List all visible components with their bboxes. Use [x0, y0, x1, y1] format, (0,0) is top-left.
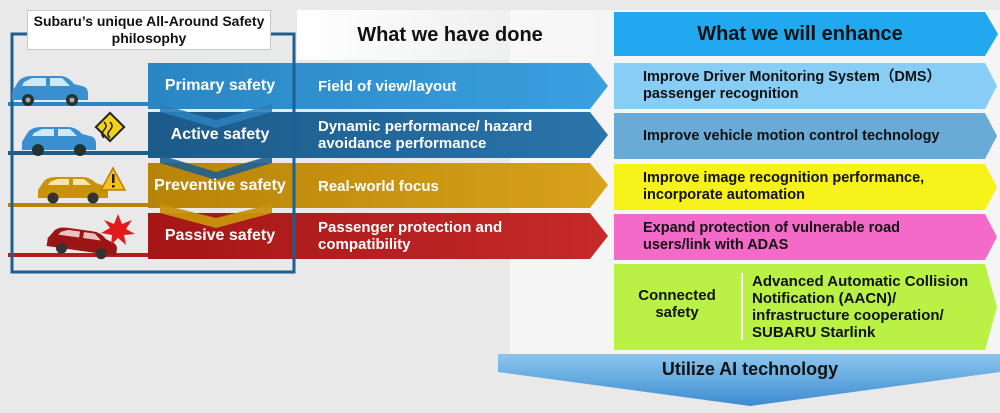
done-passive: Passenger protection and compatibility	[318, 219, 503, 253]
chevron-down-1	[160, 104, 272, 128]
category-active-safety: Active safety	[170, 126, 270, 143]
enhance-arrow-active	[614, 113, 997, 159]
done-preventive: Real-world focus	[318, 177, 439, 195]
category-primary-safety: Primary safety	[164, 77, 276, 94]
row-arrow-active	[148, 112, 608, 158]
bottom-arrow	[498, 354, 1000, 406]
enhance-arrow-passive	[614, 214, 997, 260]
done-active: Dynamic performance/ hazard avoidance pe…	[318, 118, 533, 152]
car-skid-warning-icon	[22, 111, 126, 156]
header-enhance: What we will enhance	[697, 22, 903, 45]
enhance-arrow-primary	[614, 63, 997, 109]
car-warning-icon	[38, 166, 127, 204]
bottom-banner-label: Utilize AI technology	[661, 358, 839, 379]
row-arrow-passive	[148, 213, 608, 259]
chevron-down-2	[160, 155, 272, 180]
enhance-preventive: Improve image recognition performance, i…	[643, 170, 925, 203]
car-crash-icon	[46, 214, 135, 260]
enhance-primary: Improve Driver Monitoring System（DMS） pa…	[643, 69, 942, 102]
category-passive-safety: Passive safety	[164, 227, 276, 244]
category-preventive-safety: Preventive safety	[154, 177, 286, 194]
connected-safety-text: Advanced Automatic Collision Notificatio…	[752, 273, 969, 341]
philosophy-title: Subaru’s unique All-Around Safety philos…	[27, 10, 271, 50]
enhance-passive: Expand protection of vulnerable road use…	[643, 220, 901, 253]
header-done: What we have done	[357, 23, 543, 46]
car-icon	[12, 76, 88, 106]
enhance-arrow-connected	[614, 264, 997, 350]
enhance-arrow-preventive	[614, 164, 997, 210]
enhance-header-arrow	[614, 12, 998, 56]
connected-safety-label: Connected safety	[638, 287, 716, 321]
chevron-down-3	[160, 204, 272, 228]
enhance-active: Improve vehicle motion control technolog…	[643, 127, 940, 144]
done-primary: Field of view/layout	[318, 77, 457, 95]
row-arrow-preventive	[148, 163, 608, 208]
row-arrow-primary	[148, 63, 608, 109]
